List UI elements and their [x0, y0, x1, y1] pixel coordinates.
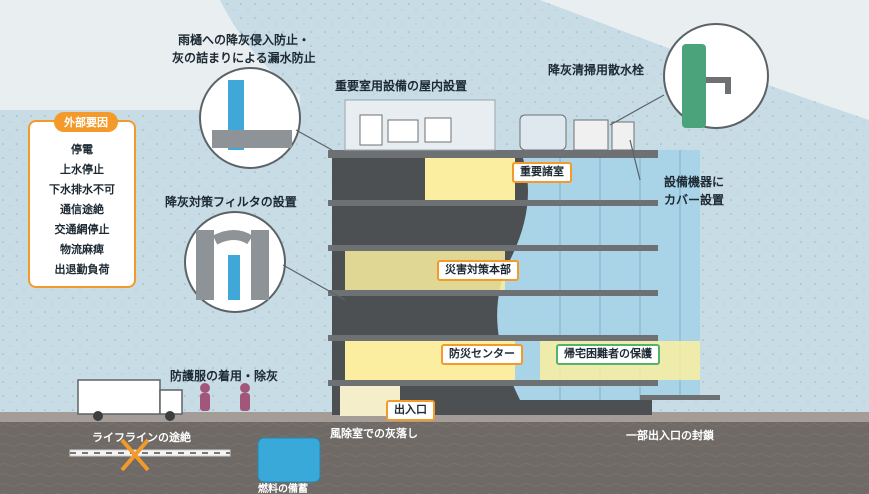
partial-entrance-closure-label: 一部出入口の封鎖	[626, 429, 714, 442]
ash-filter-label: 降灰対策フィルタの設置	[165, 195, 297, 209]
factor-item: 上水停止	[60, 163, 104, 176]
equipment-cover-label-line1: 設備機器に	[664, 175, 725, 189]
rooftop-equipment-label: 重要室用設備の屋内設置	[335, 79, 468, 93]
broken-cross-icon	[120, 438, 150, 472]
worker-figures	[200, 383, 250, 411]
lifeline-cut-label: ライフラインの途絶	[92, 431, 191, 444]
windbreak-room-label: 風除室での灰落し	[330, 427, 418, 440]
truck-icon	[77, 379, 183, 421]
important-room	[425, 158, 515, 200]
factor-item: 物流麻痺	[60, 243, 104, 256]
fuel-tank	[257, 437, 321, 483]
entrance-label: 出入口	[386, 400, 435, 421]
external-factors-list: 停電 上水停止 下水排水不可 通信途絶 交通網停止 物流麻痺 出退勤負荷	[30, 140, 134, 280]
disaster-hq-label: 災害対策本部	[437, 260, 519, 281]
equipment-cover	[519, 114, 567, 151]
floor-slabs	[328, 150, 658, 386]
protective-clothing-label: 防護服の着用・除灰	[170, 369, 279, 383]
fuel-storage-label: 燃料の備蓄	[258, 484, 308, 494]
external-factors-title: 外部要因	[54, 112, 118, 132]
factor-item: 下水排水不可	[49, 183, 115, 196]
important-rooms-label: 重要諸室	[512, 162, 572, 183]
external-factors-panel: 外部要因 停電 上水停止 下水排水不可 通信途絶 交通網停止 物流麻痺 出退勤負…	[28, 112, 136, 288]
stranded-protection-label: 帰宅困難者の保護	[556, 344, 660, 365]
factor-item: 出退勤負荷	[54, 263, 110, 276]
rain-gutter-label-line2: 灰の詰まりによる漏水防止	[172, 51, 316, 65]
sprinkler-faucet-label: 降灰清掃用散水栓	[548, 63, 645, 77]
faucet-icon	[682, 44, 706, 128]
factor-item: 停電	[71, 143, 93, 156]
disaster-center-label: 防災センター	[441, 344, 523, 365]
rain-gutter-label-line1: 雨樋への降灰侵入防止・	[178, 33, 311, 47]
factor-item: 通信途絶	[60, 203, 104, 216]
gutter-detail-circle	[199, 67, 301, 169]
factor-item: 交通網停止	[54, 223, 110, 236]
faucet-detail-circle	[663, 23, 769, 129]
equipment-cover-label-line2: カバー設置	[664, 193, 725, 207]
ground-texture	[0, 420, 869, 494]
